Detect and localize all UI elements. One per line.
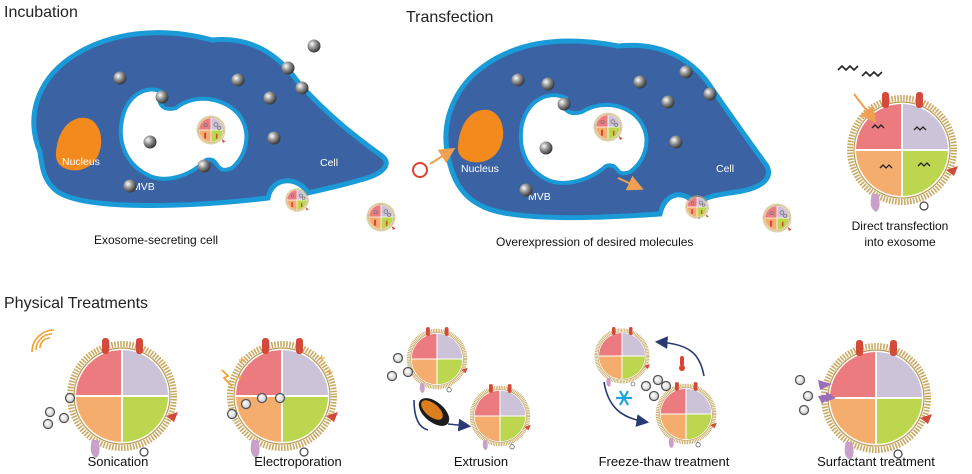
section-title-incubation: Incubation <box>4 4 78 21</box>
caption-into-exosome: into exosome <box>864 235 936 249</box>
label-surfactant: Surfactant treatment <box>817 454 935 469</box>
svg-text:+: + <box>318 350 326 365</box>
extrusion-panel <box>386 325 533 452</box>
cell-label: Cell <box>320 157 338 169</box>
released-exosome <box>762 203 793 233</box>
transfection-arrow <box>429 147 456 165</box>
electroporation-panel: + + + + <box>221 338 338 458</box>
svg-text:+: + <box>326 364 334 379</box>
surfactant-panel <box>794 340 933 460</box>
exosome-after <box>655 380 719 450</box>
exosome-before <box>594 325 652 389</box>
budding-exosome <box>285 188 310 212</box>
svg-text:+: + <box>238 352 246 367</box>
nucleus <box>55 117 102 171</box>
freeze-thaw-panel <box>594 325 719 450</box>
cell-1 <box>31 30 389 212</box>
mvb-label: MVB <box>132 181 155 193</box>
exosome <box>824 340 932 460</box>
svg-text:+: + <box>236 370 244 385</box>
sound-wave-icon <box>39 337 51 349</box>
label-extrusion: Extrusion <box>454 454 508 469</box>
plasmid-icon <box>412 162 428 178</box>
budding-exosome <box>685 195 710 219</box>
caption-direct-transfection: Direct transfection <box>852 219 949 233</box>
mvb <box>118 87 249 181</box>
electric-spark-icon <box>221 369 233 387</box>
label-sonication: Sonication <box>88 454 149 469</box>
exosome-in-mvb <box>196 115 227 145</box>
sirna-icon <box>861 70 883 78</box>
exosome <box>70 338 178 458</box>
direct-transfection-exosome <box>837 64 958 212</box>
section-title-physical-treatments: Physical Treatments <box>4 295 148 312</box>
mvb-label: MVB <box>528 191 551 203</box>
caption-overexpression: Overexpression of desired molecules <box>496 235 693 249</box>
surfactant-molecule-icon <box>818 380 832 390</box>
label-electroporation: Electroporation <box>254 454 341 469</box>
snowflake-icon <box>616 390 632 406</box>
sonication-panel <box>31 329 178 458</box>
section-title-transfection: Transfection <box>406 9 493 26</box>
thermometer-icon <box>680 356 684 366</box>
cell-2 <box>443 38 772 221</box>
caption-exosome-secreting-cell: Exosome-secreting cell <box>94 233 218 247</box>
nucleus-label: Nucleus <box>461 163 499 175</box>
exosome-after <box>469 382 533 452</box>
nucleus <box>457 109 504 163</box>
released-exosome <box>366 202 397 232</box>
secretion-arrow <box>617 175 644 191</box>
label-freeze-thaw: Freeze-thaw treatment <box>599 454 730 469</box>
exosome-before <box>406 325 470 395</box>
direct-arrow <box>853 93 877 124</box>
nucleus-label: Nucleus <box>62 156 100 168</box>
sirna-icon <box>837 64 859 72</box>
cell-label: Cell <box>716 163 734 175</box>
exosome-in-mvb <box>593 112 624 142</box>
